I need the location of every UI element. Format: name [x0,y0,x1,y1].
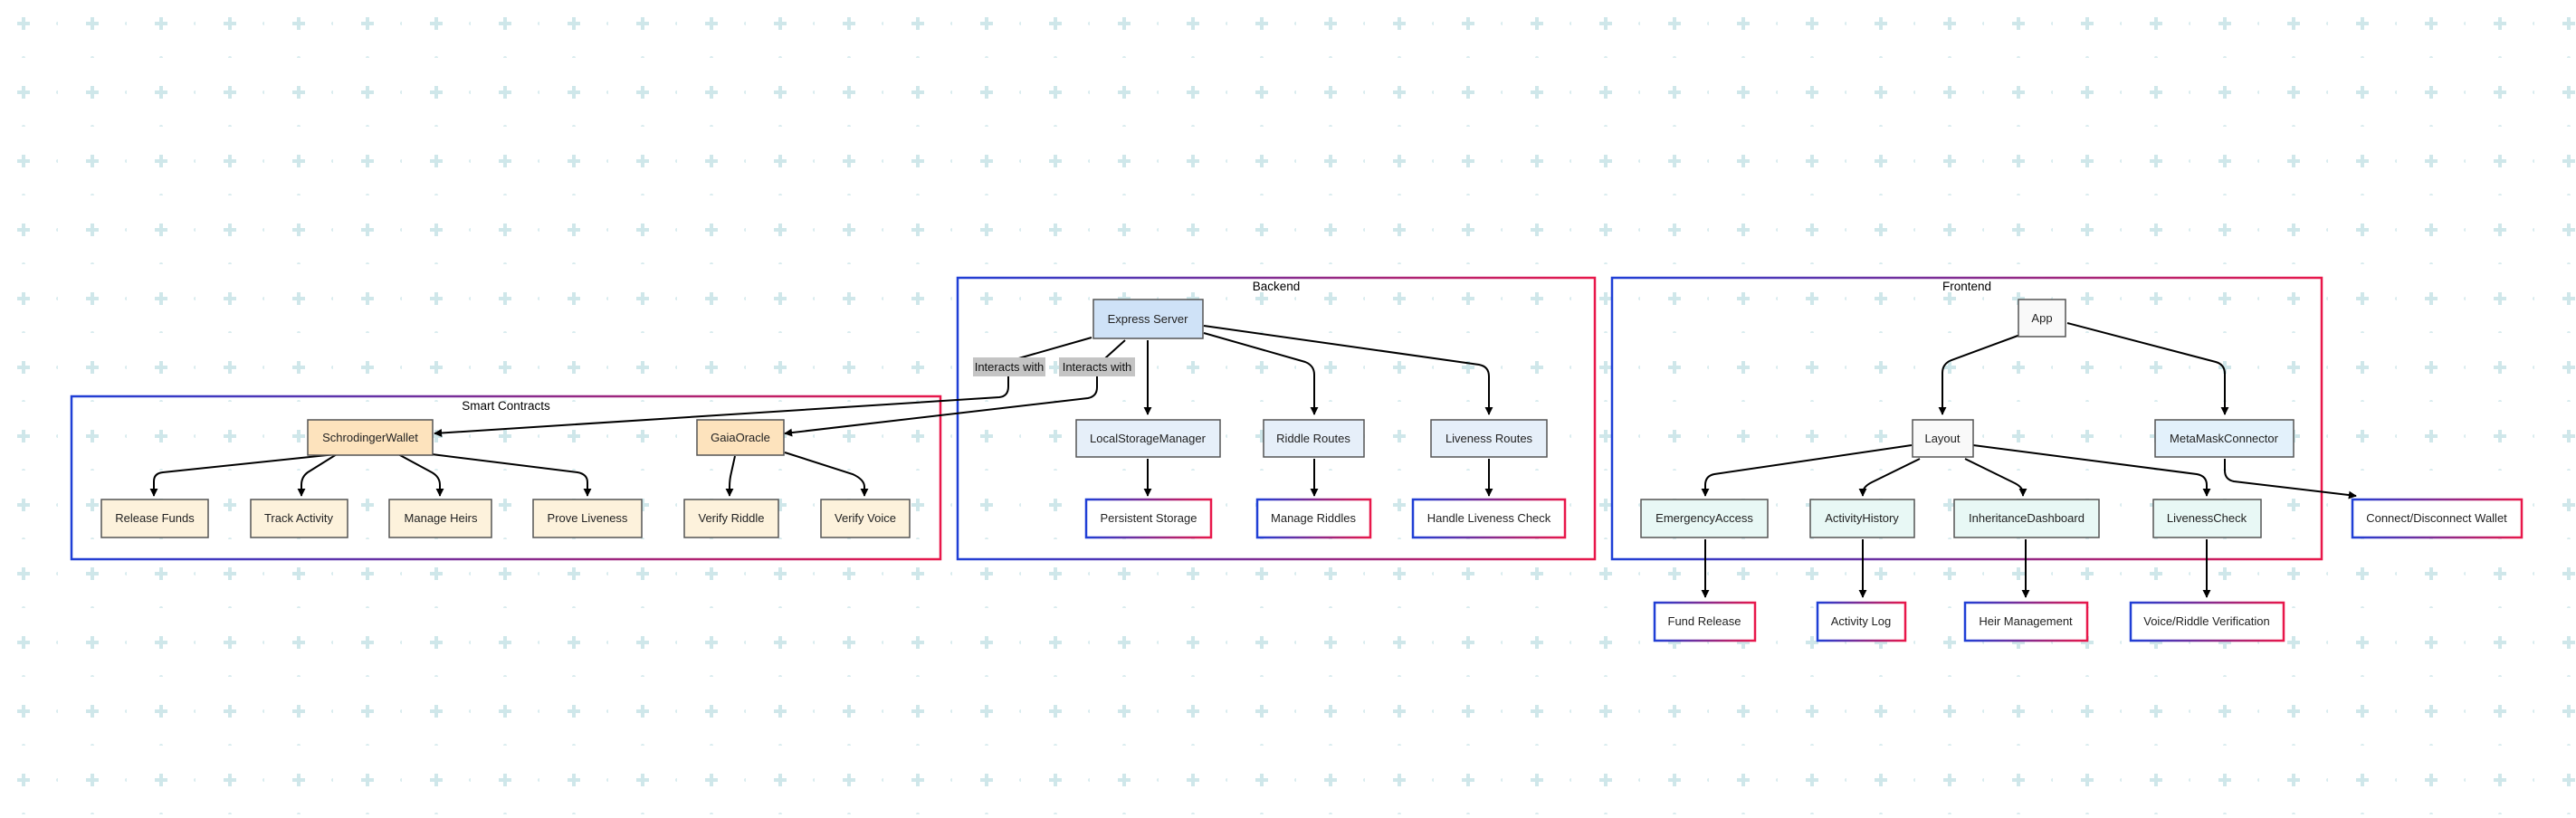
smart-contracts-title: Smart Contracts [462,399,550,413]
edge-wallet-manage-heirs [397,453,444,497]
node-verify-voice[interactable]: Verify Voice [820,499,911,538]
node-label: InheritanceDashboard [1969,511,2085,525]
node-label: Connect/Disconnect Wallet [2366,511,2507,525]
node-persistent-storage[interactable]: Persistent Storage [1084,498,1213,539]
node-label: App [2031,311,2052,325]
node-label: MetaMaskConnector [2170,432,2279,445]
node-activity-log[interactable]: Activity Log [1816,601,1907,642]
node-release-funds[interactable]: Release Funds [100,499,209,538]
frontend-group: Frontend [1610,276,2323,561]
node-label: Manage Riddles [1271,511,1356,525]
edge-app-metamask [2066,322,2229,415]
node-label: Express Server [1108,312,1189,326]
node-local-storage-manager[interactable]: LocalStorageManager [1075,419,1221,458]
node-label: Voice/Riddle Verification [2143,614,2269,628]
node-voice-riddle-verification[interactable]: Voice/Riddle Verification [2129,601,2285,642]
edge-wallet-prove-liveness [431,453,592,497]
edge-oracle-verify-riddle [725,455,736,497]
edge-label-text: Interacts with [975,360,1045,374]
edge-express-liveness-routes [1203,325,1493,415]
node-label: Layout [1924,432,1960,445]
node-label: Heir Management [1979,614,2073,628]
node-label: LocalStorageManager [1090,432,1207,445]
node-track-activity[interactable]: Track Activity [250,499,348,538]
edge-express-riddle-routes [1203,332,1319,415]
node-label: Riddle Routes [1276,432,1350,445]
node-manage-heirs[interactable]: Manage Heirs [388,499,492,538]
node-metamask-connector[interactable]: MetaMaskConnector [2154,419,2295,458]
edge-layout-inheritance [1964,458,2027,497]
node-label: SchrodingerWallet [322,431,418,444]
node-liveness-routes[interactable]: Liveness Routes [1430,419,1548,458]
node-label: Activity Log [1831,614,1891,628]
backend-title: Backend [1253,280,1301,293]
edge-label-interacts-wallet: Interacts with [973,357,1045,376]
node-fund-release[interactable]: Fund Release [1653,601,1757,642]
edge-wallet-track-activity [297,453,338,497]
backend-group: Backend [956,276,1597,561]
node-liveness-check[interactable]: LivenessCheck [2152,499,2262,538]
node-label: Fund Release [1668,614,1741,628]
edge-layout-emergency [1701,444,1913,497]
node-label: LivenessCheck [2167,511,2247,525]
node-label: Verify Riddle [699,511,765,525]
edge-wallet-release-funds [149,453,337,497]
edge-oracle-verify-voice [784,452,869,497]
node-activity-history[interactable]: ActivityHistory [1809,499,1915,538]
node-heir-management[interactable]: Heir Management [1963,601,2089,642]
edge-layout-activity-history [1858,458,1921,497]
node-connect-disconnect-wallet[interactable]: Connect/Disconnect Wallet [2351,498,2524,539]
node-handle-liveness-check[interactable]: Handle Liveness Check [1411,498,1567,539]
node-app[interactable]: App [2018,299,2066,338]
edge-label-text: Interacts with [1063,360,1132,374]
frontend-title: Frontend [1942,280,1991,293]
node-label: Handle Liveness Check [1427,511,1551,525]
node-label: Track Activity [264,511,334,525]
edge-label-interacts-oracle: Interacts with [1059,357,1135,376]
node-layout[interactable]: Layout [1912,419,1974,458]
edge-layout-liveness-check [1972,444,2211,497]
node-express-server[interactable]: Express Server [1092,299,1204,339]
node-riddle-routes[interactable]: Riddle Routes [1263,419,1365,458]
node-manage-riddles[interactable]: Manage Riddles [1255,498,1372,539]
node-label: ActivityHistory [1825,511,1899,525]
node-label: Release Funds [115,511,195,525]
node-gaia-oracle[interactable]: GaiaOracle [696,419,785,456]
node-prove-liveness[interactable]: Prove Liveness [532,499,643,538]
node-label: EmergencyAccess [1655,511,1753,525]
node-verify-riddle[interactable]: Verify Riddle [683,499,779,538]
smart-contracts-group: Smart Contracts [70,395,942,561]
node-inheritance-dashboard[interactable]: InheritanceDashboard [1953,499,2100,538]
node-label: Verify Voice [835,511,896,525]
node-label: Prove Liveness [548,511,628,525]
node-emergency-access[interactable]: EmergencyAccess [1640,499,1769,538]
edge-app-layout [1938,334,2021,415]
node-label: GaiaOracle [711,431,770,444]
node-label: Manage Heirs [405,511,478,525]
node-schrodinger-wallet[interactable]: SchrodingerWallet [307,419,434,456]
node-label: Liveness Routes [1445,432,1533,445]
edge-metamask-connect-wallet [2224,459,2357,499]
node-label: Persistent Storage [1101,511,1197,525]
